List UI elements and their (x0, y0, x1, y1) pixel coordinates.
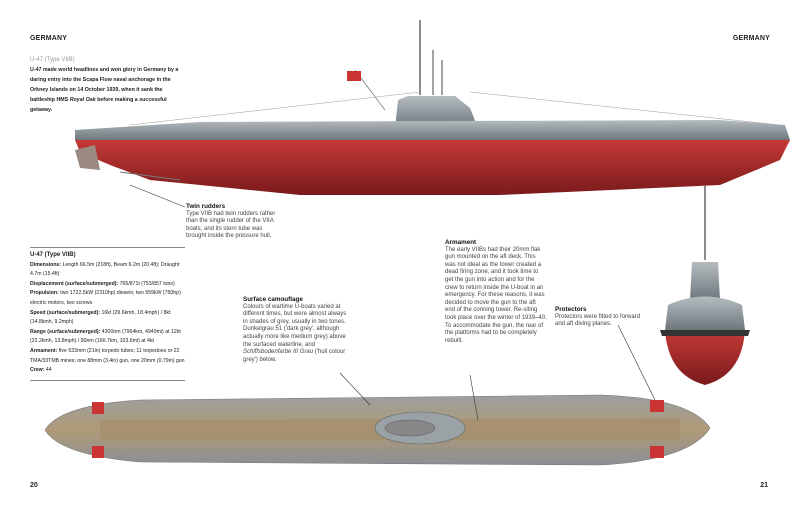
intro-text: U-47 (Type VIIB) U-47 made world headlin… (30, 57, 179, 113)
spec-row: Armament: five 533mm (21in) torpedo tube… (30, 347, 185, 364)
front-profile-submarine (660, 185, 750, 385)
top-view-submarine (44, 394, 711, 466)
intro-title: U-47 (Type VIIB) (30, 57, 75, 63)
side-profile-submarine (75, 20, 790, 195)
section-header-right: GERMANY (732, 35, 770, 42)
callout-leader-lines (129, 184, 656, 421)
spec-row: Speed (surface/submerged): 16kt (29.6kmh… (30, 309, 171, 326)
page-number-right: 21 (760, 482, 768, 489)
spec-title: U-47 (Type VIIB) (30, 252, 76, 258)
spec-row: Displacement (surface/submerged): 765/87… (30, 280, 175, 287)
spec-row: Dimensions: Length 66.5m (218ft), Beam 6… (30, 261, 180, 278)
flag-icon (347, 71, 361, 81)
section-header-left: GERMANY (30, 35, 68, 42)
page-number-left: 20 (30, 482, 38, 489)
spec-row: Range (surface/submerged): 4300nm (7964k… (30, 328, 181, 345)
spec-row: Propulsion: two 1722.5kW (2310hp) diesel… (30, 290, 181, 306)
spec-row: Crew: 44 (30, 367, 52, 374)
specifications-box: U-47 (Type VIIB) Dimensions: Length 66.5… (30, 247, 185, 381)
